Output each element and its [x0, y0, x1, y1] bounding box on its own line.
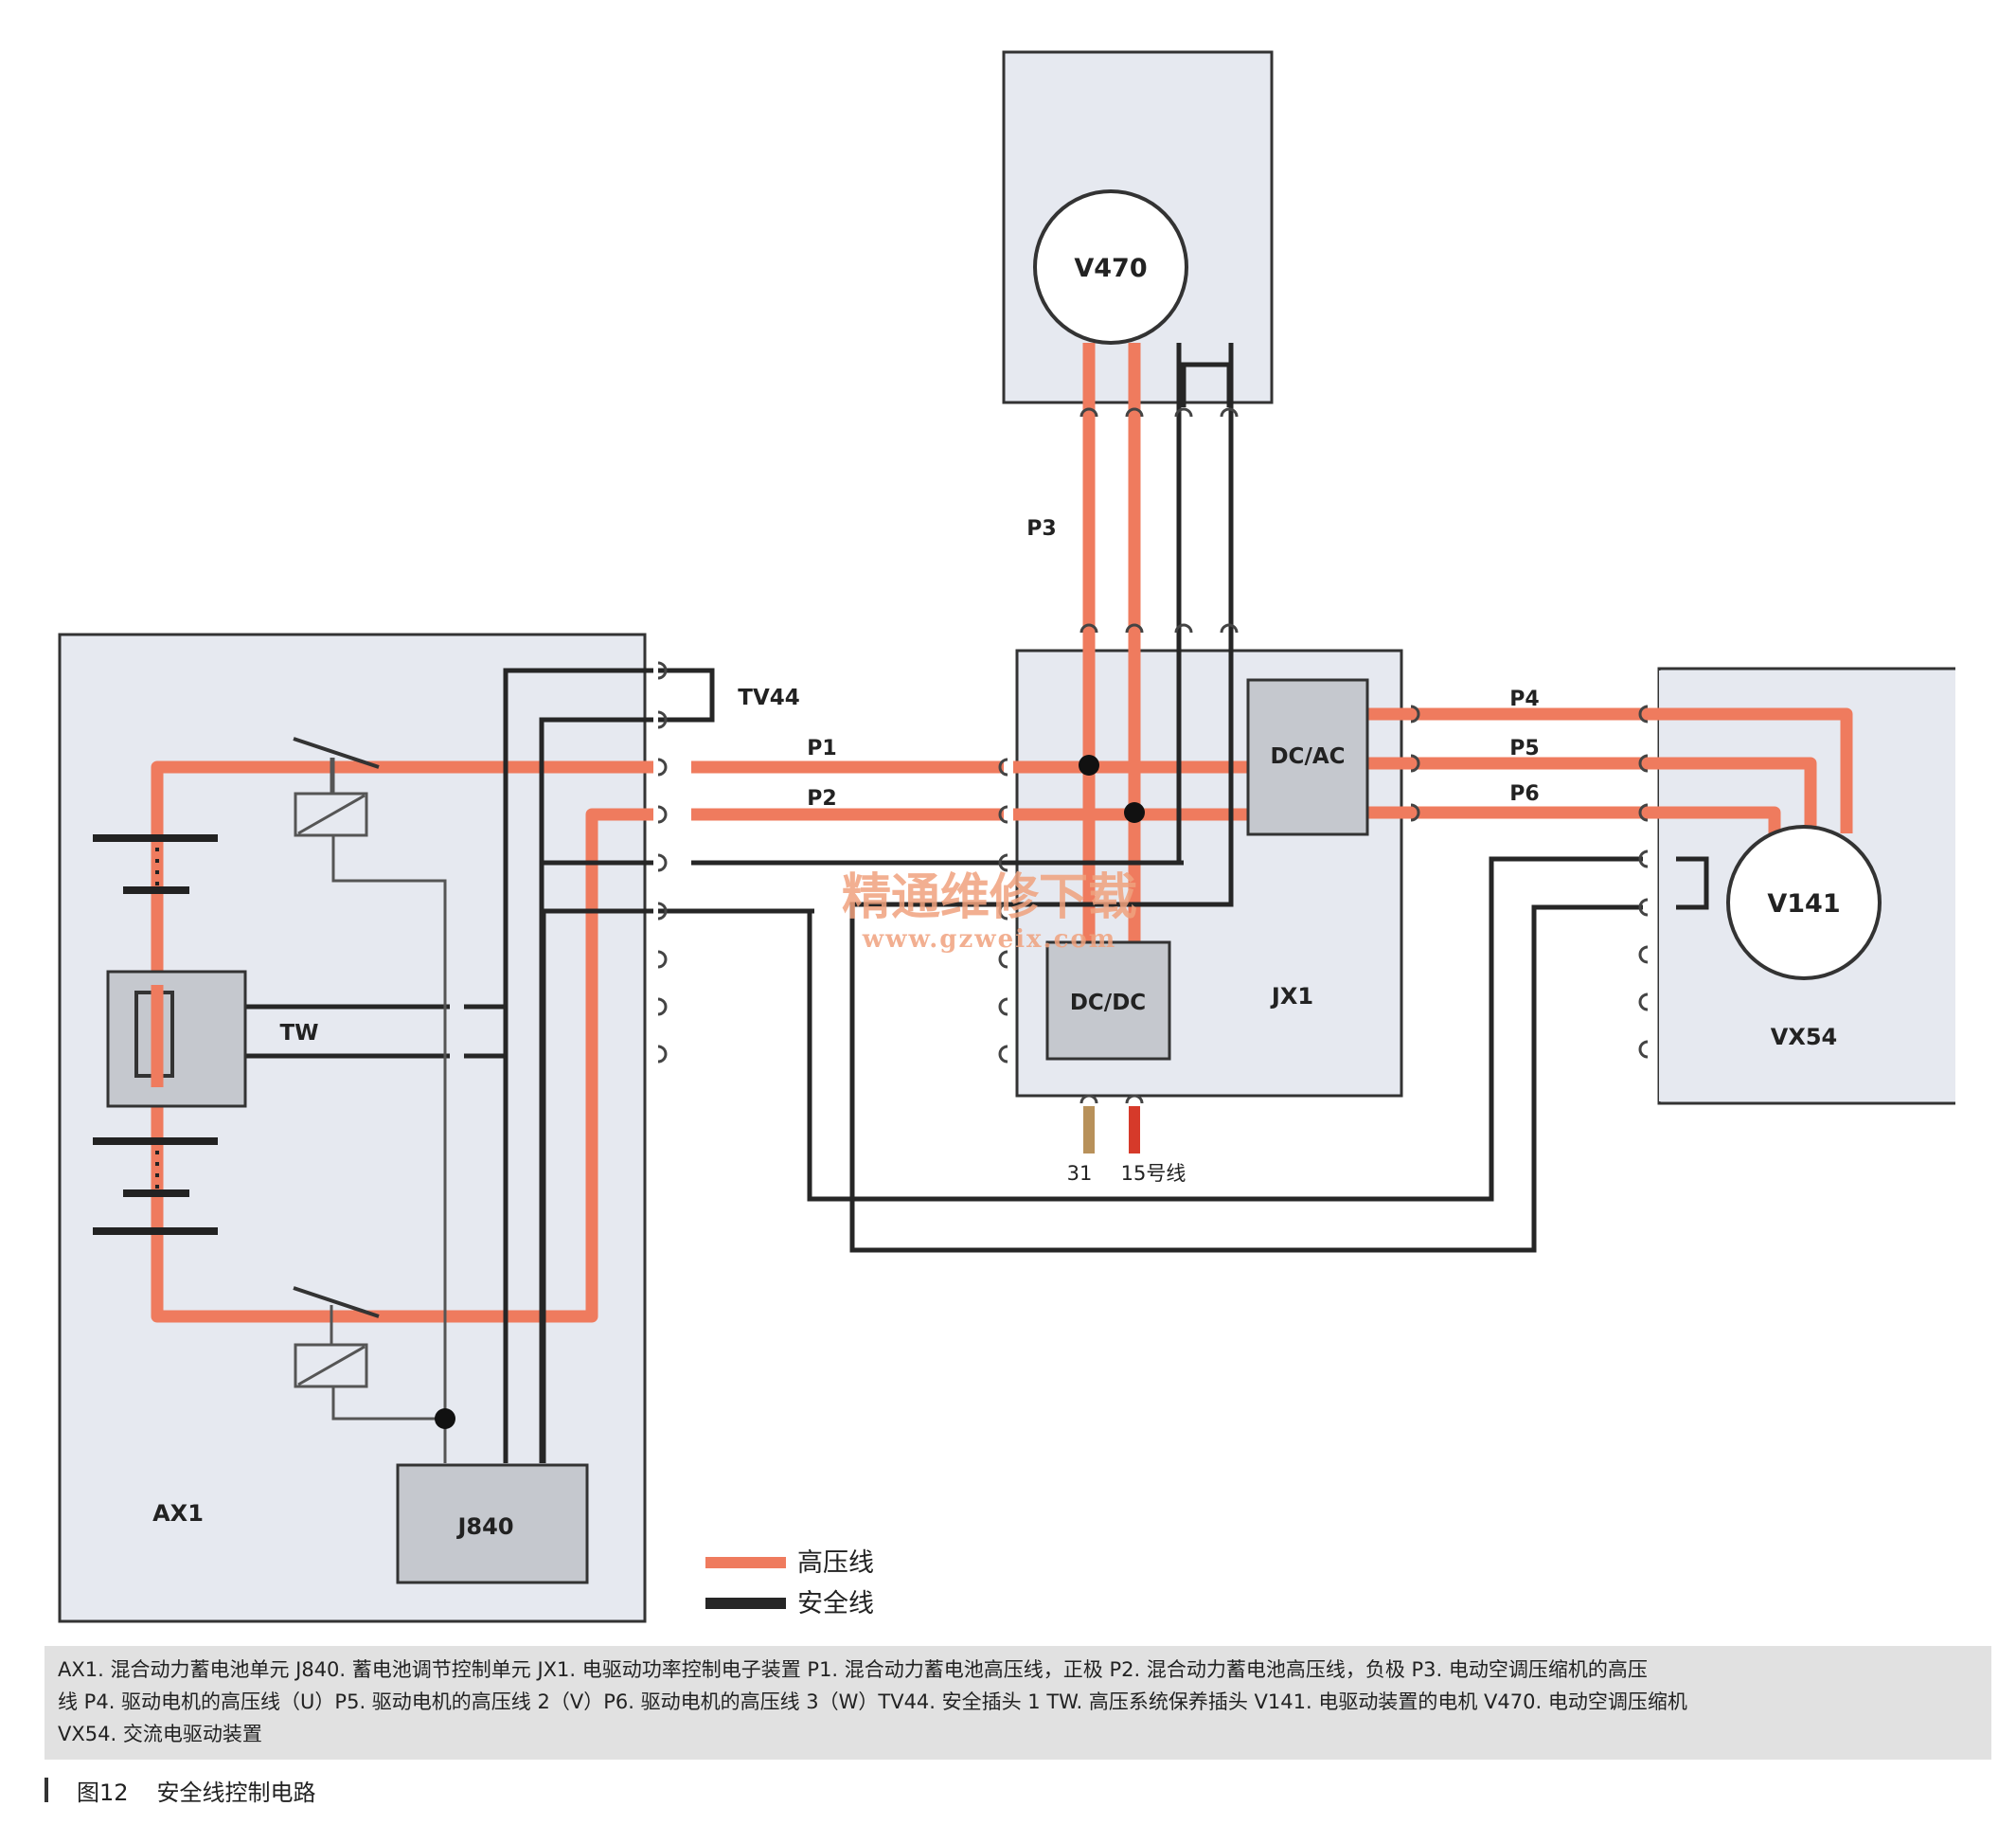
junction-p1-p3: [1079, 755, 1099, 776]
j840-label: J840: [455, 1513, 513, 1540]
p5-label: P5: [1509, 737, 1539, 760]
battery-cells: [93, 834, 218, 1235]
connector-pins: [657, 407, 1649, 1104]
dc-ac-converter: [1246, 678, 1369, 836]
p4-label: P4: [1509, 688, 1539, 711]
watermark-text: 精通维修下载: [842, 868, 1137, 926]
terminal-31-label: 31: [1067, 1162, 1093, 1185]
figure-number: 图12: [77, 1779, 129, 1806]
vx54-label: VX54: [1771, 1024, 1837, 1050]
dc-dc-label: DC/DC: [1070, 991, 1146, 1015]
wire-p6: [1368, 806, 1781, 838]
wire-p5: [1368, 757, 1817, 833]
p6-label: P6: [1509, 782, 1539, 806]
v470-label: V470: [1074, 254, 1147, 283]
tw-label: TW: [279, 1021, 318, 1046]
wire-15: [1129, 1106, 1140, 1153]
dc-dc-converter: [1045, 940, 1171, 1061]
caption-line-3: VX54. 交流电驱动装置: [58, 1723, 262, 1745]
dc-ac-label: DC/AC: [1270, 744, 1345, 769]
p3-label: P3: [1026, 517, 1056, 541]
relay-switches: [293, 737, 380, 1388]
legend-high-voltage-label: 高压线: [797, 1548, 874, 1578]
caption-line-2: 线 P4. 驱动电机的高压线（U）P5. 驱动电机的高压线 2（V）P6. 驱动…: [58, 1690, 1687, 1713]
safety-line-circuit-diagram: V470 V141 VX54 JX1 DC/AC DC/DC AX1 J840 …: [58, 50, 1955, 1623]
v141-label: V141: [1767, 889, 1840, 919]
ax1-label: AX1: [152, 1500, 204, 1527]
j840-control-unit: [396, 1463, 589, 1584]
jx1-label: JX1: [1270, 983, 1313, 1010]
wire-p4: [1368, 707, 1853, 833]
caption-line-1: AX1. 混合动力蓄电池单元 J840. 蓄电池调节控制单元 JX1. 电驱动功…: [58, 1658, 1648, 1681]
figure-title: 图12 安全线控制电路: [45, 1771, 316, 1809]
watermark-url: www.gzweix.com: [862, 925, 1117, 954]
junction-relay: [435, 1408, 455, 1429]
v470-motor-circle: [1033, 189, 1188, 345]
tv44-label: TV44: [738, 686, 800, 710]
junction-p2-p3: [1124, 802, 1145, 823]
legend-safety-label: 安全线: [797, 1589, 874, 1618]
wire-p3: [1082, 343, 1141, 1051]
v141-motor-circle: [1726, 825, 1882, 980]
legend: 高压线 安全线: [705, 1548, 874, 1618]
title-marker: [45, 1778, 48, 1802]
figure-caption: AX1. 混合动力蓄电池单元 J840. 蓄电池调节控制单元 JX1. 电驱动功…: [45, 1646, 1991, 1760]
p1-label: P1: [807, 737, 836, 760]
p2-label: P2: [807, 787, 836, 811]
figure-title-text: 安全线控制电路: [156, 1779, 316, 1806]
tw-service-plug: [106, 970, 247, 1108]
terminal-15-label: 15号线: [1121, 1162, 1186, 1185]
wire-31: [1083, 1106, 1095, 1153]
safety-lines: [210, 343, 1709, 1463]
